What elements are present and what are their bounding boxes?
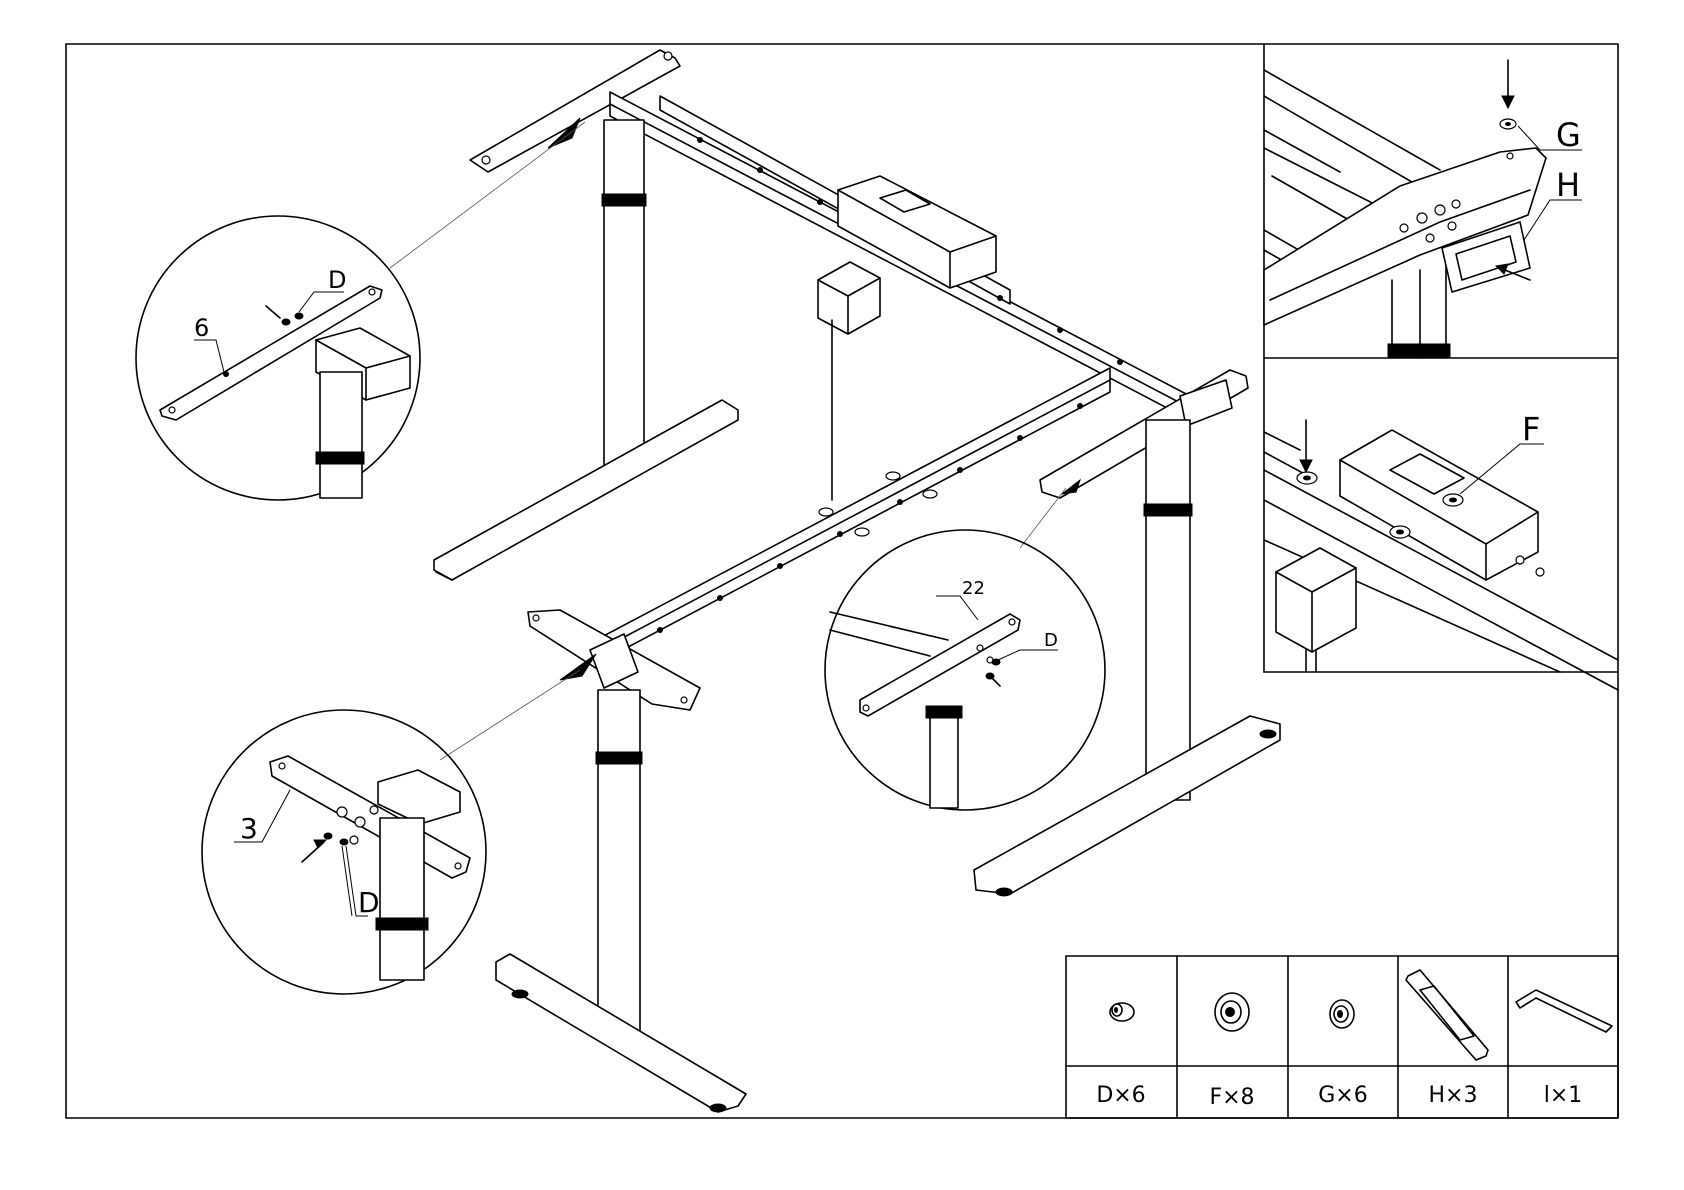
desk-frame xyxy=(390,50,1280,1112)
callout-d-top: D xyxy=(328,266,346,294)
parts-label-l: l×1 xyxy=(1544,1083,1583,1108)
callout-d-bottom: D xyxy=(358,886,380,919)
zoom-detail-3 xyxy=(202,710,486,994)
parts-label-h: H×3 xyxy=(1429,1083,1478,1108)
callout-6: 6 xyxy=(194,314,209,342)
callout-g: G xyxy=(1556,116,1581,154)
parts-label-d: D×6 xyxy=(1096,1083,1145,1108)
callout-d-right: D xyxy=(1044,630,1058,651)
callout-3: 3 xyxy=(240,812,258,845)
small-washer-icon xyxy=(1330,1000,1354,1028)
cover-plate-icon xyxy=(1406,970,1488,1060)
callout-f: F xyxy=(1522,410,1540,448)
callout-22: 22 xyxy=(962,578,985,599)
zoom-detail-22 xyxy=(825,530,1105,810)
parts-label-g: G×6 xyxy=(1318,1083,1367,1108)
zoom-detail-6 xyxy=(136,216,420,500)
inset-middle-right xyxy=(1264,420,1618,690)
callout-h: H xyxy=(1556,166,1580,204)
parts-table: D×6 F×8 G×6 H×3 l×1 xyxy=(1066,956,1618,1118)
rivet-icon xyxy=(1110,1003,1134,1021)
large-washer-icon xyxy=(1215,993,1249,1031)
allen-key-icon xyxy=(1516,990,1612,1032)
parts-label-f: F×8 xyxy=(1209,1085,1254,1110)
